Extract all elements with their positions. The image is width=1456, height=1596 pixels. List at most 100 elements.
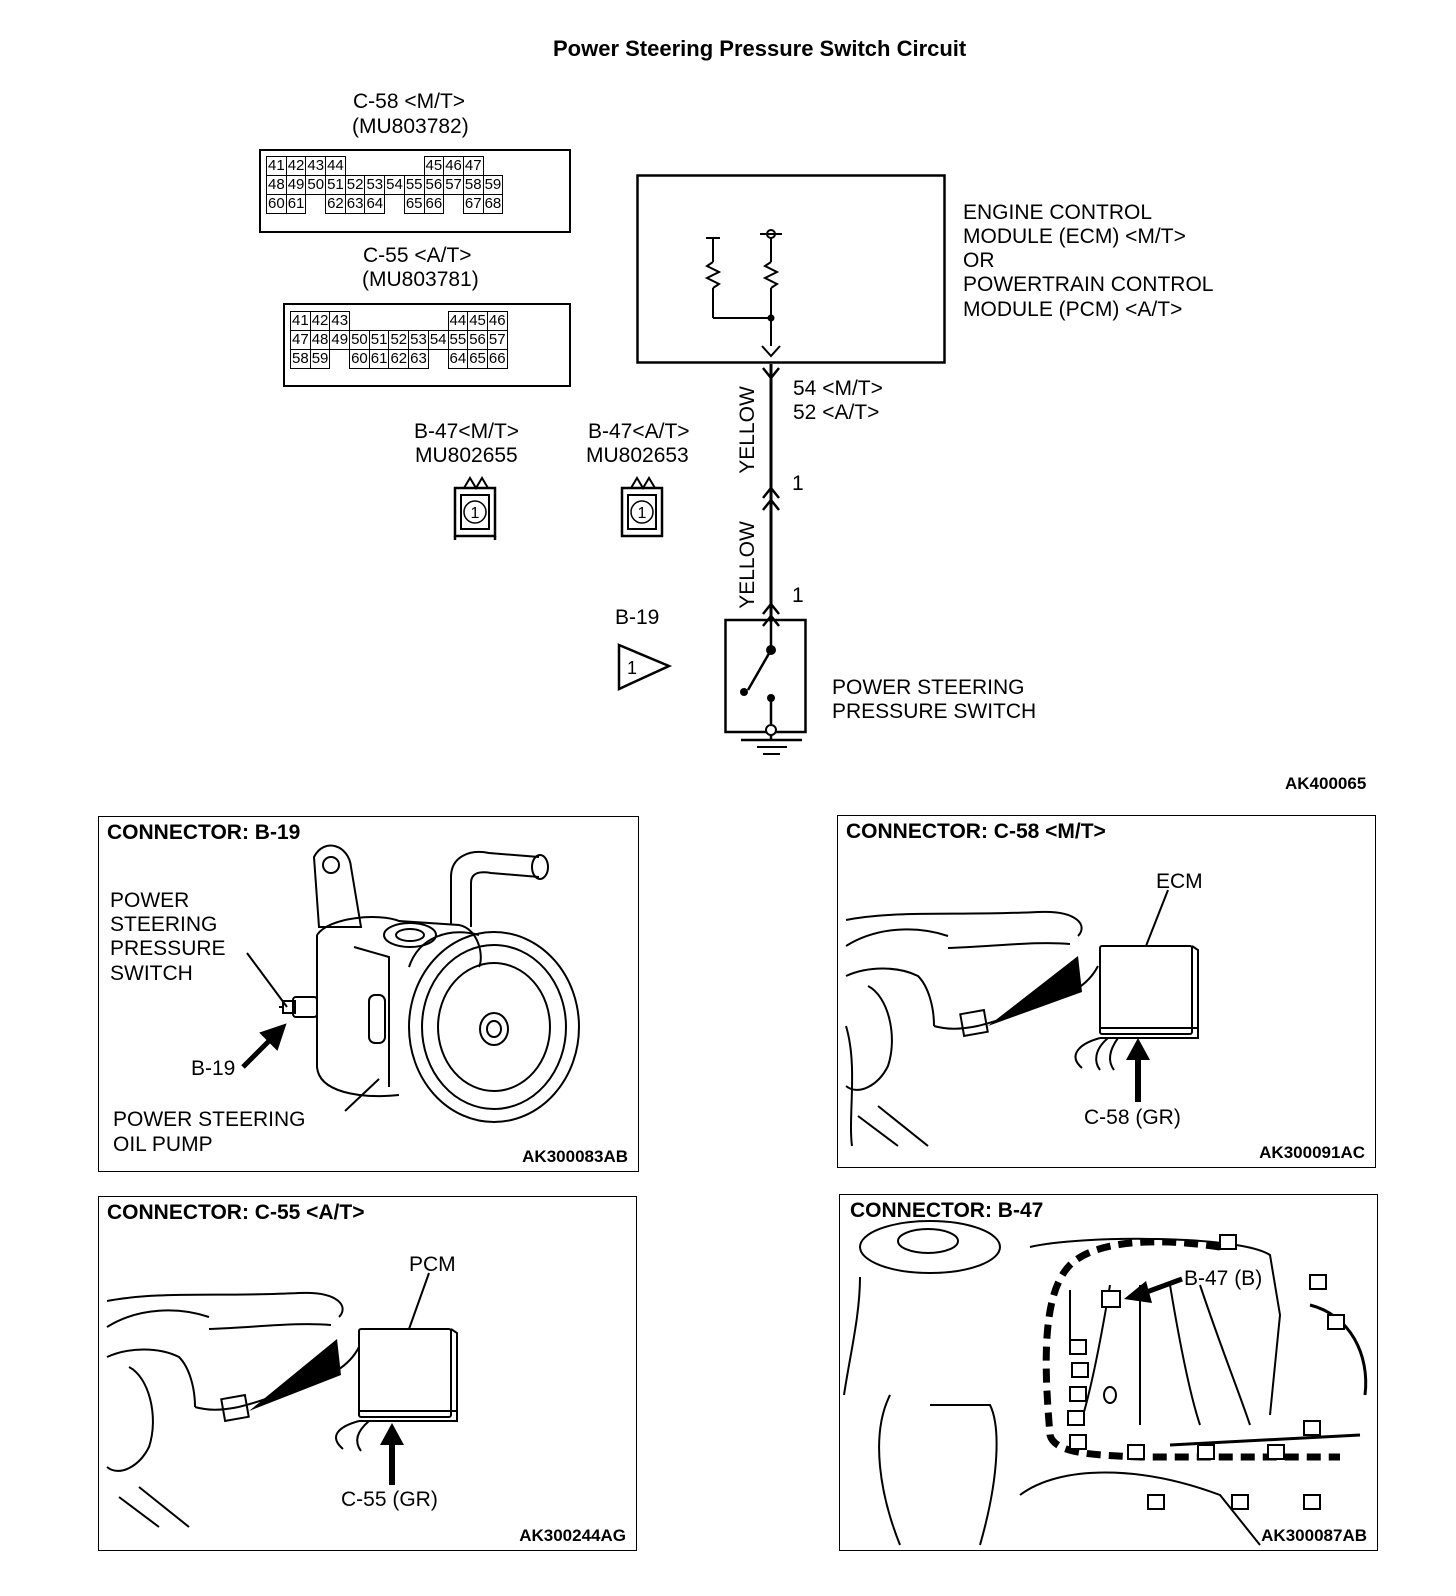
connector-pin: 52 bbox=[388, 330, 410, 350]
connector-pin: 66 bbox=[423, 194, 445, 214]
connector-pin bbox=[350, 312, 370, 331]
panel-b47-code: AK300087AB bbox=[1261, 1526, 1367, 1545]
connector-pin: 41 bbox=[266, 156, 287, 176]
b19-label: B-19 bbox=[615, 606, 660, 629]
c58-part-number: (MU803782) bbox=[352, 115, 469, 138]
diagram-title: Power Steering Pressure Switch Circuit bbox=[553, 36, 967, 61]
connector-pin bbox=[444, 195, 464, 214]
connector-pin: 63 bbox=[344, 194, 366, 214]
connector-pin: 44 bbox=[447, 311, 469, 331]
connector-pin: 58 bbox=[462, 175, 484, 195]
b47-arrow-label: B-47 (B) bbox=[1184, 1267, 1263, 1290]
connector-pin: 55 bbox=[447, 330, 469, 350]
connector-pin: 55 bbox=[403, 175, 425, 195]
b47-mt-part-number: MU802655 bbox=[415, 444, 518, 467]
c58-label: C-58 <M/T> bbox=[353, 90, 466, 113]
connector-pin: 47 bbox=[290, 330, 311, 350]
b47-at-connector-icon: 1 bbox=[620, 476, 664, 538]
ecm-label-line3: OR bbox=[963, 249, 995, 272]
connector-pin: 41 bbox=[290, 311, 311, 331]
connector-pin: 66 bbox=[486, 349, 508, 369]
connector-pin: 65 bbox=[467, 349, 488, 369]
connector-pin: 60 bbox=[349, 349, 370, 369]
b19-pump-label-2: OIL PUMP bbox=[113, 1133, 213, 1156]
dashboard-ecm-illustration bbox=[845, 889, 1199, 1147]
connector-pin: 51 bbox=[368, 330, 390, 350]
connector-pin: 48 bbox=[309, 330, 331, 350]
b47-mt-label: B-47<M/T> bbox=[414, 420, 520, 443]
b47-at-label: B-47<A/T> bbox=[588, 420, 690, 443]
ecm-terminal-at: 52 <A/T> bbox=[793, 401, 880, 424]
panel-c55-title: CONNECTOR: C-55 <A/T> bbox=[107, 1201, 365, 1224]
b19-triangle-pin: 1 bbox=[627, 658, 637, 678]
connector-pin bbox=[345, 157, 365, 176]
b19-switch-label-2: STEERING bbox=[110, 913, 218, 936]
connector-pin: 46 bbox=[443, 156, 464, 176]
connector-pin: 49 bbox=[285, 175, 307, 195]
c55-pcm-label: PCM bbox=[409, 1253, 456, 1276]
connector-pin bbox=[385, 157, 405, 176]
connector-pin bbox=[385, 195, 405, 214]
b19-pump-label-1: POWER STEERING bbox=[113, 1108, 306, 1131]
c55-connector-face bbox=[283, 303, 571, 387]
connector-pin: 59 bbox=[482, 175, 504, 195]
b47-at-part-number: MU802653 bbox=[586, 444, 689, 467]
connector-pin bbox=[369, 312, 389, 331]
connector-pin: 59 bbox=[309, 349, 331, 369]
b47-at-pin-number: 1 bbox=[638, 505, 647, 522]
connector-pin: 42 bbox=[309, 311, 331, 331]
b47-wire-pin: 1 bbox=[792, 472, 804, 495]
c55-label: C-55 <A/T> bbox=[363, 244, 472, 267]
connector-pin: 49 bbox=[329, 330, 351, 350]
power-steering-pump-illustration bbox=[241, 844, 580, 1123]
panel-b19: CONNECTOR: B-19 POWER STEERING PRESSURE … bbox=[98, 816, 639, 1172]
connector-pin: 42 bbox=[285, 156, 307, 176]
ecm-label-line5: MODULE (PCM) <A/T> bbox=[963, 298, 1183, 321]
panel-c55-code: AK300244AG bbox=[519, 1526, 626, 1545]
b19-switch-label-1: POWER bbox=[110, 889, 190, 912]
b19-wire-pin: 1 bbox=[792, 584, 804, 607]
connector-pin: 50 bbox=[349, 330, 370, 350]
wire-color-lower: YELLOW bbox=[735, 521, 759, 609]
panel-b19-title: CONNECTOR: B-19 bbox=[107, 821, 301, 844]
c58-connector-face bbox=[259, 149, 571, 233]
b19-connector-triangle: 1 bbox=[617, 643, 673, 691]
connector-pin: 48 bbox=[266, 175, 287, 195]
connector-pin bbox=[409, 312, 429, 331]
c55-arrow-label: C-55 (GR) bbox=[341, 1488, 438, 1511]
connector-pin bbox=[306, 195, 326, 214]
panel-b47: CONNECTOR: B-47 B-47 (B) bbox=[839, 1194, 1378, 1551]
connector-pin: 43 bbox=[329, 311, 351, 331]
connector-pin: 61 bbox=[368, 349, 390, 369]
ecm-module-box bbox=[636, 174, 946, 364]
connector-pin: 63 bbox=[408, 349, 429, 369]
connector-pin: 45 bbox=[423, 156, 445, 176]
connector-pin: 43 bbox=[305, 156, 327, 176]
b47-mt-connector-icon: 1 bbox=[453, 476, 497, 540]
ecm-label-line4: POWERTRAIN CONTROL bbox=[963, 273, 1214, 296]
connector-pin: 47 bbox=[462, 156, 484, 176]
switch-label-line2: PRESSURE SWITCH bbox=[832, 700, 1037, 723]
connector-pin: 56 bbox=[423, 175, 445, 195]
panel-c58: CONNECTOR: C-58 <M/T> ECM C-58 (GR) bbox=[837, 815, 1376, 1168]
b19-switch-label-3: PRESSURE bbox=[110, 937, 226, 960]
connector-pin: 53 bbox=[364, 175, 386, 195]
diagram-code: AK400065 bbox=[1285, 774, 1367, 793]
connector-pin: 57 bbox=[443, 175, 464, 195]
connector-pin: 56 bbox=[467, 330, 488, 350]
connector-pin: 65 bbox=[403, 194, 425, 214]
wire-color-upper: YELLOW bbox=[735, 386, 759, 474]
engine-bay-harness-illustration bbox=[843, 1220, 1368, 1546]
ecm-terminal-mt: 54 <M/T> bbox=[793, 377, 883, 400]
connector-pin: 62 bbox=[325, 194, 346, 214]
connector-pin: 51 bbox=[325, 175, 346, 195]
connector-pin: 58 bbox=[290, 349, 311, 369]
connector-pin bbox=[330, 350, 350, 369]
connector-pin: 64 bbox=[447, 349, 469, 369]
connector-pin bbox=[428, 350, 448, 369]
c58-ecm-label: ECM bbox=[1156, 870, 1203, 893]
switch-label-line1: POWER STEERING bbox=[832, 676, 1025, 699]
b19-switch-label-4: SWITCH bbox=[110, 962, 193, 985]
